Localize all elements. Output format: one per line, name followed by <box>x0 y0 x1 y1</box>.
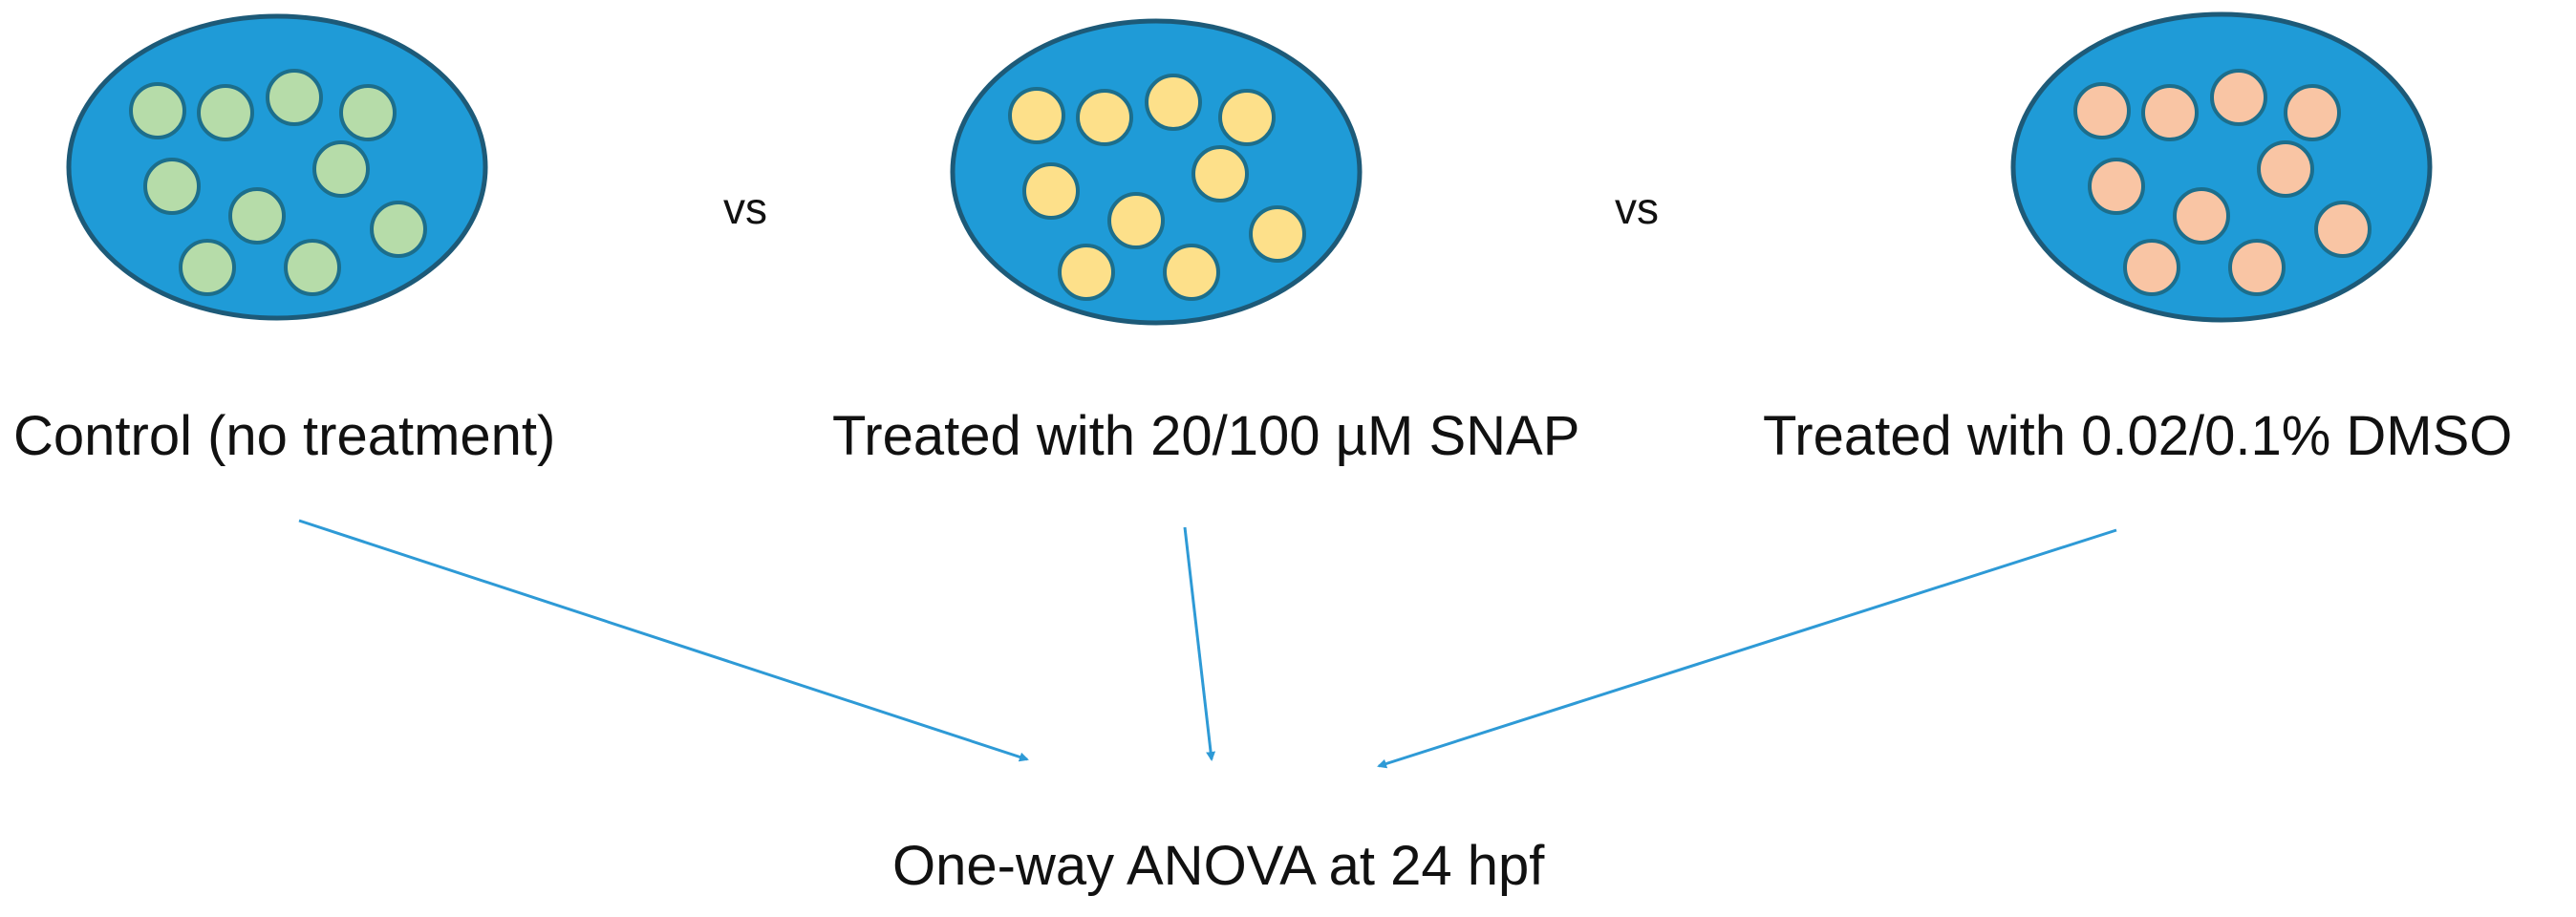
cell-snap-7 <box>1107 192 1165 249</box>
arrow-snap-to-anova <box>1183 526 1216 761</box>
dish-dmso-cells <box>2073 69 2372 296</box>
cell-snap-4 <box>1218 89 1276 146</box>
cell-control-7 <box>228 187 286 245</box>
cell-dmso-7 <box>2173 187 2230 245</box>
result-label-anova: One-way ANOVA at 24 hpf <box>892 835 1545 897</box>
cell-control-9 <box>284 239 341 296</box>
dish-dmso-ellipse <box>2010 11 2433 323</box>
cell-control-5 <box>143 158 201 215</box>
cell-dmso-5 <box>2088 158 2145 215</box>
cell-dmso-1 <box>2073 82 2131 139</box>
cell-snap-10 <box>1249 205 1306 263</box>
cell-control-4 <box>339 84 397 141</box>
cell-control-1 <box>129 82 186 139</box>
cell-snap-8 <box>1058 244 1115 301</box>
cell-snap-3 <box>1145 74 1202 131</box>
cell-dmso-8 <box>2123 239 2180 296</box>
cell-snap-1 <box>1008 87 1065 144</box>
cell-snap-9 <box>1163 244 1220 301</box>
arrow-dmso-to-anova <box>1377 528 2117 769</box>
dish-control-ellipse <box>66 13 488 321</box>
dish-snap-cells <box>1008 74 1306 301</box>
cell-control-6 <box>312 140 370 198</box>
dish-dmso <box>2010 11 2433 323</box>
group-label-dmso: Treated with 0.02/0.1% DMSO <box>1763 405 2513 467</box>
dish-control-cells <box>129 69 427 296</box>
dish-snap <box>950 18 1363 326</box>
cell-control-10 <box>370 201 427 258</box>
separator-vs-1: vs <box>723 183 767 233</box>
arrow-control-to-anova <box>298 519 1029 762</box>
cell-snap-6 <box>1191 145 1249 203</box>
cell-snap-5 <box>1022 162 1080 220</box>
cell-dmso-4 <box>2284 84 2341 141</box>
cell-dmso-2 <box>2141 84 2199 141</box>
group-label-snap: Treated with 20/100 µM SNAP <box>832 405 1580 467</box>
separator-vs-2: vs <box>1615 183 1659 233</box>
cell-dmso-3 <box>2210 69 2267 126</box>
cell-dmso-9 <box>2228 239 2286 296</box>
group-label-control: Control (no treatment) <box>13 405 556 467</box>
cell-control-3 <box>266 69 323 126</box>
cell-dmso-6 <box>2257 140 2314 198</box>
dish-control <box>66 13 488 321</box>
cell-control-2 <box>197 84 254 141</box>
dish-snap-ellipse <box>950 18 1363 326</box>
cell-control-8 <box>179 239 236 296</box>
cell-snap-2 <box>1076 89 1133 146</box>
cell-dmso-10 <box>2314 201 2372 258</box>
